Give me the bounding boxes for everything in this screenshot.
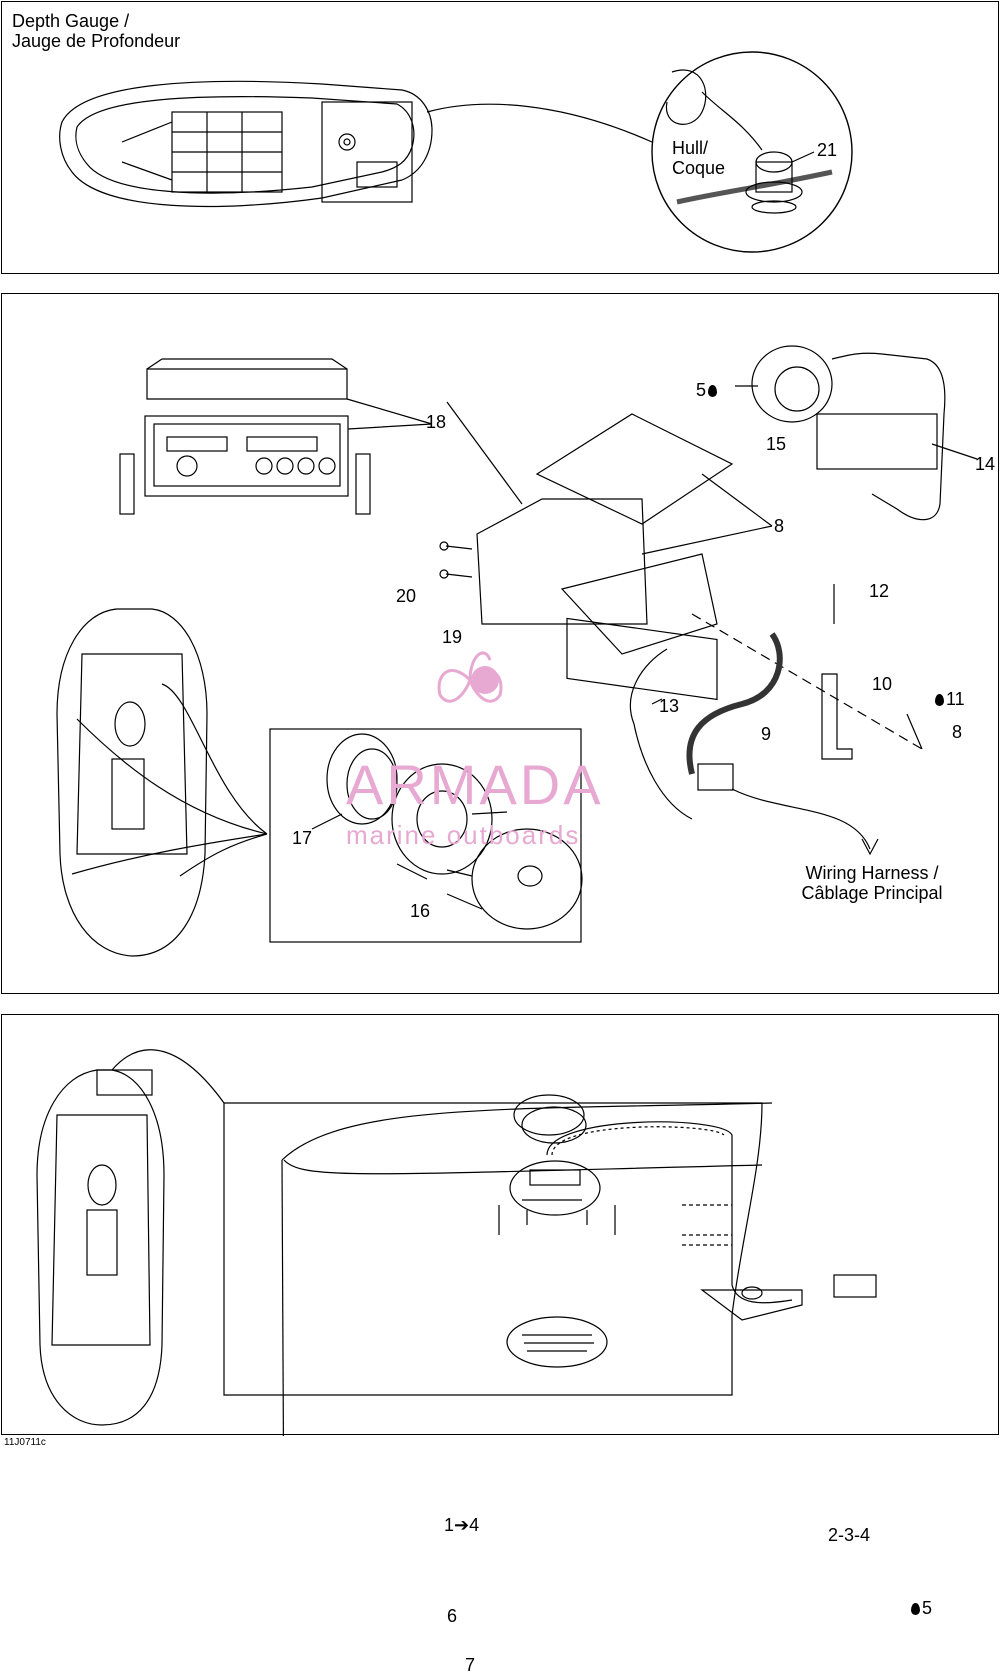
part-label-2-3-4: 2-3-4 [828,1525,871,1545]
part-label-5-drop: 5 [696,380,719,400]
part-label-7: 7 [465,1655,476,1675]
depth-gauge-panel: Depth Gauge / Jauge de Profondeur Hull/ … [1,1,999,274]
depth-gauge-title-line2: Jauge de Profondeur [12,31,181,51]
part-label-14: 14 [975,454,996,474]
part-label-17: 17 [292,828,313,848]
part-label-20: 20 [396,586,417,606]
figure-code: 11J0711c [4,1437,46,1448]
speaker-mount-drawing [36,1049,877,1436]
propeller-icon [437,651,503,703]
part-label-11-drop: 11 [933,689,965,709]
wiring-harness-label-line1: Wiring Harness / [805,863,939,883]
part-label-18: 18 [426,412,447,432]
depth-gauge-title-line1: Depth Gauge / [12,11,130,31]
hull-label-line2: Coque [672,158,726,178]
hull-label-line1: Hull/ [672,138,709,158]
sealant-drop-icon [935,694,944,706]
depth-gauge-drawing [59,51,853,253]
part-label-9: 9 [761,724,772,744]
armada-logo-icon [430,640,510,720]
part-label-8-bottom: 8 [952,722,963,742]
part-label-16: 16 [410,901,431,921]
stereo-panel: 18 5 15 14 8 20 19 12 10 11 8 13 9 17 16… [1,293,999,994]
part-label-21: 21 [817,140,838,160]
part-label-15: 15 [766,434,787,454]
part-label-12: 12 [869,581,890,601]
stereo-drawing [56,345,978,957]
part-label-19: 19 [442,627,463,647]
sealant-drop-icon [708,385,718,397]
part-label-10: 10 [872,674,893,694]
watermark-tagline: marine outboards [346,820,581,850]
part-label-5-drop-bottom: 5 [909,1598,932,1618]
part-label-13: 13 [659,696,680,716]
wiring-harness-label-line2: Câblage Principal [801,883,943,903]
part-label-6: 6 [447,1606,458,1626]
speaker-mount-panel: 1➔4 2-3-4 5 6 7 [1,1014,999,1675]
part-label-11: 11 [946,689,965,709]
part-label-8-top: 8 [774,516,785,536]
sealant-drop-icon [911,1603,920,1615]
part-label-5: 5 [696,380,707,400]
part-label-5-bottom: 5 [922,1598,933,1618]
watermark-brand: ARMADA [346,753,604,816]
part-label-1-4: 1➔4 [444,1515,480,1535]
